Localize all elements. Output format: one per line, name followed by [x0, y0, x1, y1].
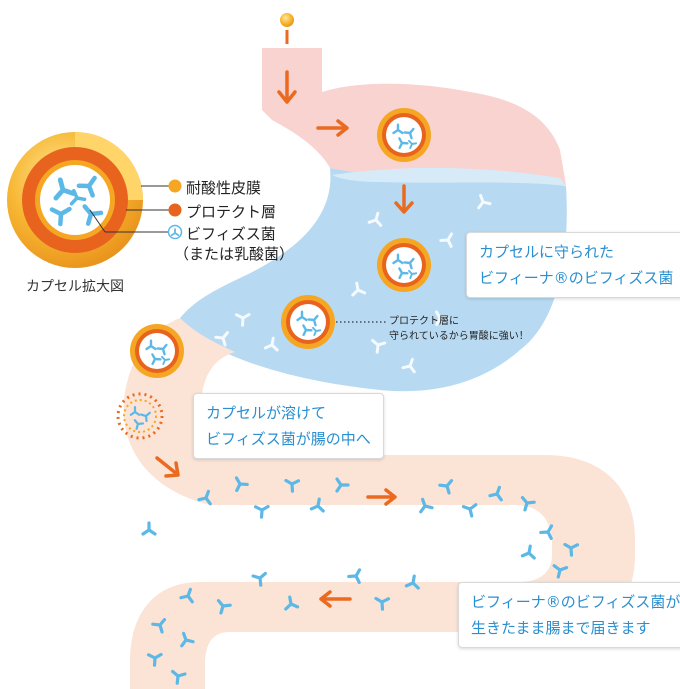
arrow-right-1 [316, 119, 349, 137]
capsule-stomach-3 [281, 295, 335, 349]
callout-stomach-line2: ビフィーナ®のビフィズス菌 [479, 269, 674, 287]
callout-colon-line1: ビフィーナ®のビフィズス菌が [471, 593, 680, 611]
arrow-left [319, 590, 352, 608]
legend-bifidobacteria: ビフィズス菌 [186, 225, 276, 243]
protect-note-line1: プロテクト層に [389, 316, 459, 327]
flow-arrows [155, 70, 414, 608]
callout-stomach-line1: カプセルに守られた [479, 243, 615, 261]
arrow-down-right [155, 456, 180, 478]
capsule-enlarged [7, 132, 143, 268]
callout-stomach: カプセルに守られた ビフィーナ®のビフィズス菌 [466, 232, 680, 298]
protect-note: プロテクト層に 守られているから胃酸に強い！ [389, 314, 529, 344]
legend-lactobacillus-note: （または乳酸菌） [174, 245, 295, 263]
callout-release: カプセルが溶けて ビフィズス菌が腸の中へ [193, 393, 384, 459]
legend-markers [89, 179, 183, 240]
capsule-stomach-2 [377, 238, 431, 292]
capsule-dissolving [116, 392, 164, 440]
arrow-down-1 [277, 70, 297, 104]
legend-acid-resistant-film: 耐酸性皮膜 [186, 179, 262, 197]
callout-colon: ビフィーナ®のビフィズス菌が 生きたまま腸まで届きます [458, 582, 680, 648]
callout-colon-line2: 生きたまま腸まで届きます [471, 619, 651, 637]
capsule-intestine [130, 324, 184, 378]
arrow-down-2 [394, 184, 414, 214]
arrow-right-2 [366, 488, 397, 506]
callout-release-line1: カプセルが溶けて [206, 404, 327, 422]
intestine-bacteria [141, 473, 580, 685]
legend-protect-layer: プロテクト層 [186, 203, 277, 221]
capsule-stomach-1 [377, 108, 431, 162]
stomach-acid [180, 168, 567, 392]
legend-dot-protect [168, 203, 182, 217]
callout-release-line2: ビフィズス菌が腸の中へ [206, 430, 371, 448]
pill-entering [280, 13, 294, 44]
capsule-enlarged-title: カプセル拡大図 [26, 279, 124, 295]
protect-note-line2: 守られているから胃酸に強い！ [389, 331, 529, 342]
legend-dot-acid [168, 179, 182, 193]
